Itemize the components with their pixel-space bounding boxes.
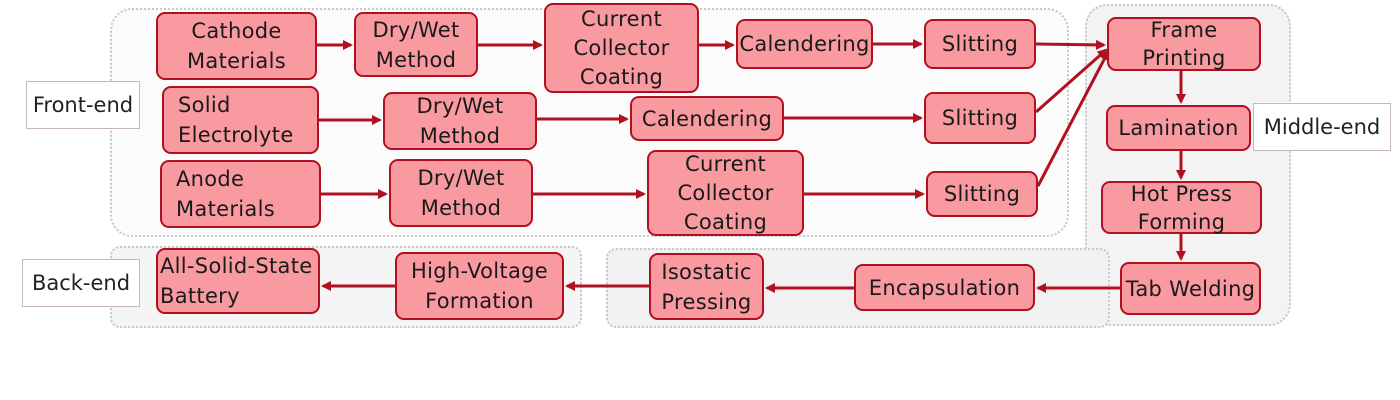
- node-calendering-2: Calendering: [630, 96, 784, 141]
- node-lamination: Lamination: [1106, 105, 1251, 151]
- node-isostatic-pressing: Isostatic Pressing: [649, 253, 764, 320]
- node-calendering-1: Calendering: [736, 19, 873, 69]
- node-dry-wet-method-1: Dry/Wet Method: [354, 12, 478, 77]
- node-hot-press-forming: Hot Press Forming: [1101, 181, 1262, 234]
- node-anode-materials: Anode Materials: [160, 160, 321, 228]
- node-slitting-3: Slitting: [926, 171, 1038, 217]
- node-dry-wet-method-3: Dry/Wet Method: [389, 159, 533, 227]
- middle-end-label: Middle-end: [1253, 103, 1391, 151]
- node-cathode-materials: Cathode Materials: [156, 12, 317, 80]
- node-high-voltage-formation: High-Voltage Formation: [395, 252, 564, 320]
- node-current-collector-coating-3: Current Collector Coating: [647, 150, 804, 236]
- node-tab-welding: Tab Welding: [1120, 262, 1261, 315]
- node-current-collector-coating-1: Current Collector Coating: [544, 3, 699, 93]
- node-solid-electrolyte: Solid Electrolyte: [162, 86, 319, 154]
- back-end-label: Back-end: [22, 259, 140, 307]
- node-encapsulation: Encapsulation: [854, 264, 1035, 311]
- node-slitting-2: Slitting: [924, 92, 1036, 144]
- node-slitting-1: Slitting: [924, 19, 1036, 69]
- node-all-solid-state-battery: All-Solid-State Battery: [156, 248, 320, 314]
- node-dry-wet-method-2: Dry/Wet Method: [383, 92, 537, 150]
- front-end-label: Front-end: [26, 81, 140, 129]
- node-frame-printing: Frame Printing: [1107, 17, 1261, 71]
